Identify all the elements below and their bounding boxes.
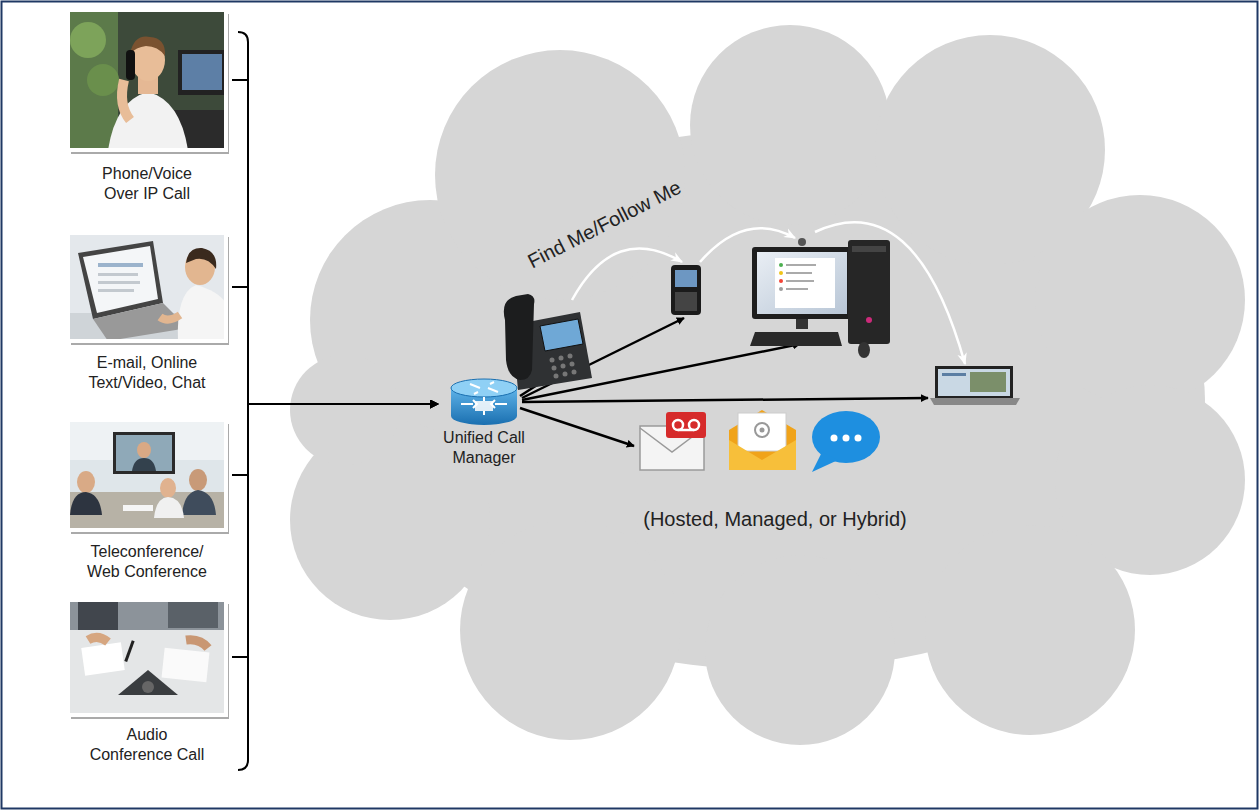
- image-space: [62, 233, 232, 353]
- photo-card: Phone/Voice Over IP Call: [62, 10, 232, 204]
- mobile-phone-icon: [671, 265, 701, 315]
- image-space: [62, 600, 232, 725]
- call-manager: Unified Call Manager: [438, 376, 530, 468]
- node-label: Audio Conference Call: [85, 725, 209, 765]
- connector: [232, 404, 438, 475]
- hosting-note: (Hosted, Managed, or Hybrid): [610, 508, 940, 531]
- node-label: E-mail, Online Text/Video, Chat: [85, 353, 209, 393]
- laptop-icon: [930, 366, 1020, 405]
- cloud: [290, 25, 1245, 745]
- photo-video-conference: [68, 420, 229, 534]
- node-label: Teleconference/ Web Conference: [85, 542, 209, 582]
- image-space: [62, 10, 232, 164]
- voicemail-icon: [640, 412, 706, 470]
- desk-phone-icon: [504, 294, 592, 390]
- photo-laptop-user: [68, 233, 229, 345]
- chat-icon: [812, 411, 880, 472]
- desktop-computer-icon: [750, 238, 890, 358]
- router-icon: [451, 379, 517, 425]
- photo-card: Audio Conference Call: [62, 600, 232, 765]
- photo-audio-conference: [68, 600, 229, 719]
- bracket: [238, 32, 248, 770]
- node-label: Unified Call Manager: [438, 428, 530, 468]
- follow-me-arrows: [572, 222, 965, 364]
- email-icon: [729, 410, 796, 470]
- photo-card: Teleconference/ Web Conference: [62, 420, 232, 582]
- connector: [232, 80, 438, 404]
- photo-card: E-mail, Online Text/Video, Chat: [62, 233, 232, 393]
- connector: [232, 404, 438, 657]
- image-space: [62, 420, 232, 542]
- image-space: [438, 376, 530, 428]
- connector: [232, 287, 438, 404]
- node-label: Phone/Voice Over IP Call: [85, 164, 209, 204]
- find-me-label: Find Me/Follow Me: [524, 176, 685, 273]
- photo-phone-call: [68, 10, 229, 154]
